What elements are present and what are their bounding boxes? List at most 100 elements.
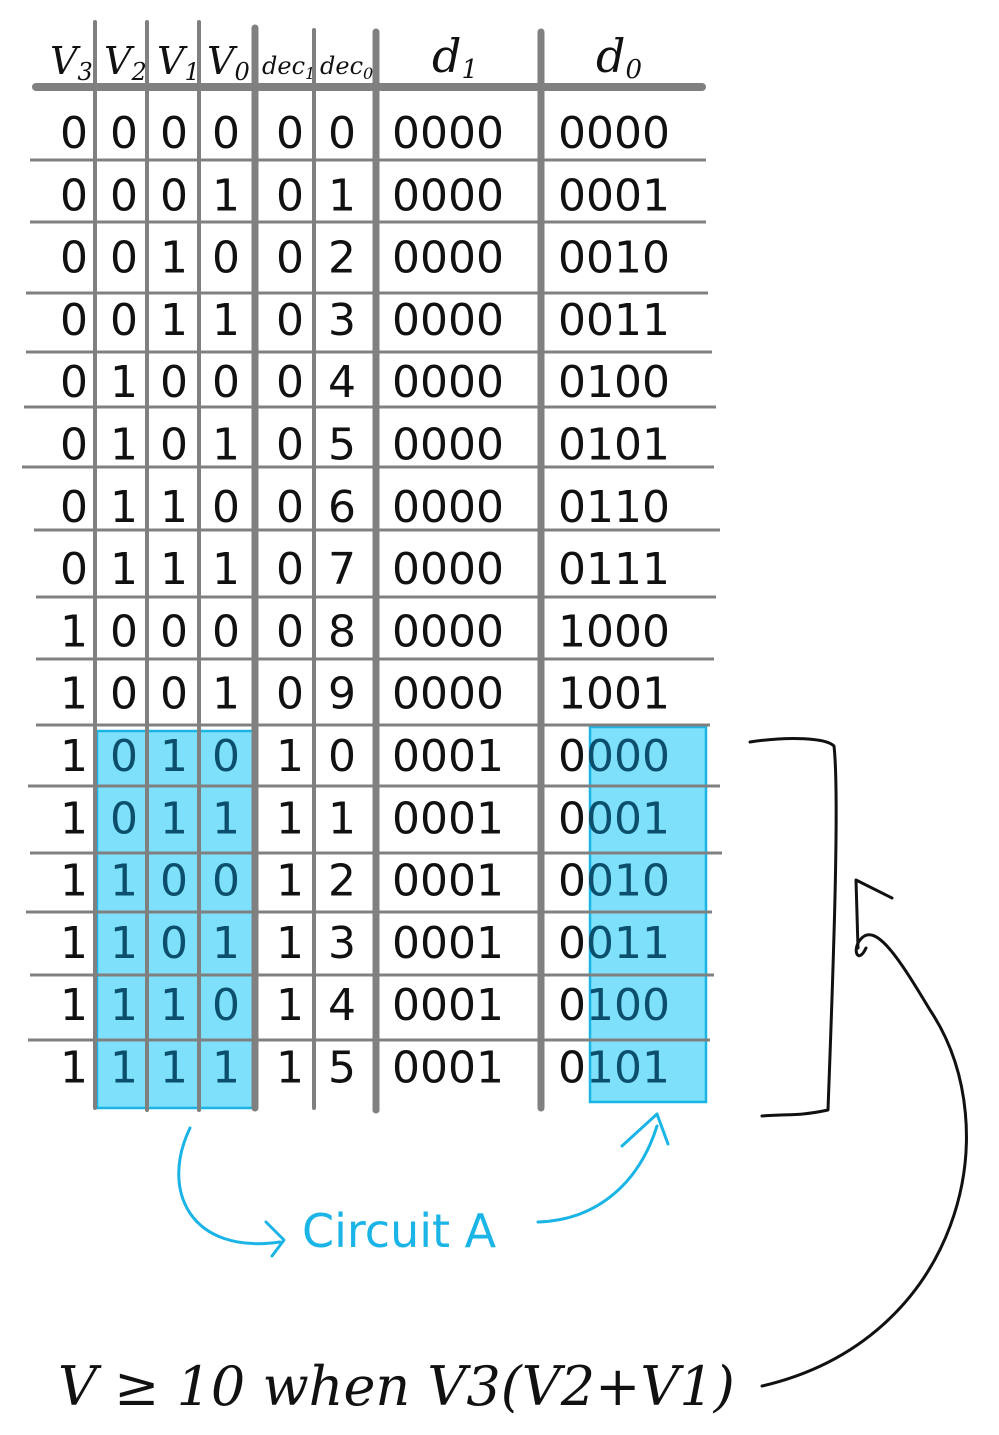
cell-v0: 0 xyxy=(212,357,240,408)
cell-dec1: 0 xyxy=(276,170,304,221)
cell-v1: 1 xyxy=(160,980,188,1031)
cell-d1: 0001 xyxy=(392,731,504,782)
cell-d0: 1000 xyxy=(558,606,670,657)
cell-dec0: 7 xyxy=(328,544,356,595)
cell-d1: 0000 xyxy=(392,544,504,595)
cell-d0: 0101 xyxy=(558,420,670,471)
cell-d1: 0001 xyxy=(392,793,504,844)
cell-d0: 0101 xyxy=(558,1043,670,1094)
cell-v3: 1 xyxy=(60,1043,88,1094)
cell-d1: 0000 xyxy=(392,420,504,471)
header-v1: V1 xyxy=(157,39,200,86)
column-headers: V3 V2 V1 V0 dec1 dec0 d1 d0 xyxy=(50,29,642,86)
circuit-a-input-curve xyxy=(177,1126,282,1246)
cell-d1: 0000 xyxy=(392,170,504,221)
cell-v0: 0 xyxy=(212,606,240,657)
cell-dec1: 0 xyxy=(276,420,304,471)
cell-v3: 0 xyxy=(60,295,88,346)
cell-d0: 0000 xyxy=(558,108,670,159)
cell-dec1: 0 xyxy=(276,482,304,533)
cell-v0: 1 xyxy=(212,1043,240,1094)
cell-v3: 0 xyxy=(60,108,88,159)
cell-v3: 0 xyxy=(60,544,88,595)
cell-v3: 0 xyxy=(60,357,88,408)
cell-v0: 0 xyxy=(212,233,240,284)
cell-v0: 1 xyxy=(212,793,240,844)
cell-v2: 0 xyxy=(110,606,138,657)
condition-arrow xyxy=(760,933,968,1388)
cell-d0: 0001 xyxy=(558,793,670,844)
cell-d1: 0000 xyxy=(392,669,504,720)
cell-dec1: 1 xyxy=(276,918,304,969)
cell-v3: 1 xyxy=(60,918,88,969)
cell-d1: 0000 xyxy=(392,295,504,346)
cell-d1: 0000 xyxy=(392,606,504,657)
cell-v2: 1 xyxy=(110,544,138,595)
cell-dec0: 2 xyxy=(328,233,356,284)
cell-d0: 0110 xyxy=(558,482,670,533)
cell-dec1: 0 xyxy=(276,544,304,595)
cell-v2: 0 xyxy=(110,731,138,782)
cell-d0: 0011 xyxy=(558,295,670,346)
cell-v1: 0 xyxy=(160,918,188,969)
cell-dec0: 1 xyxy=(328,793,356,844)
cell-v0: 1 xyxy=(212,918,240,969)
cell-v3: 1 xyxy=(60,606,88,657)
cell-dec1: 0 xyxy=(276,233,304,284)
cell-d0: 0010 xyxy=(558,233,670,284)
cell-v3: 0 xyxy=(60,233,88,284)
circuit-a-input-arrowhead xyxy=(264,1220,286,1258)
cell-dec0: 8 xyxy=(328,606,356,657)
cell-v0: 0 xyxy=(212,108,240,159)
header-dec0: dec0 xyxy=(320,52,373,83)
cell-d0: 0100 xyxy=(558,980,670,1031)
cell-v2: 1 xyxy=(110,357,138,408)
cell-dec1: 1 xyxy=(276,980,304,1031)
cell-dec0: 5 xyxy=(328,420,356,471)
cell-dec0: 4 xyxy=(328,357,356,408)
cell-d1: 0000 xyxy=(392,357,504,408)
cell-v3: 1 xyxy=(60,980,88,1031)
highlight-v2v1v0 xyxy=(95,729,257,1110)
cell-d1: 0001 xyxy=(392,856,504,907)
cell-v1: 1 xyxy=(160,295,188,346)
cell-dec0: 0 xyxy=(328,108,356,159)
cell-d0: 0001 xyxy=(558,170,670,221)
cell-v2: 1 xyxy=(110,980,138,1031)
cell-dec1: 0 xyxy=(276,606,304,657)
cell-dec1: 0 xyxy=(276,295,304,346)
cell-v1: 1 xyxy=(160,731,188,782)
cell-v3: 0 xyxy=(60,482,88,533)
cell-v0: 0 xyxy=(212,856,240,907)
cell-v3: 1 xyxy=(60,793,88,844)
cell-dec0: 5 xyxy=(328,1043,356,1094)
cell-v1: 0 xyxy=(160,669,188,720)
cell-d1: 0001 xyxy=(392,980,504,1031)
cell-d1: 0001 xyxy=(392,918,504,969)
header-v2: V2 xyxy=(104,39,147,86)
cell-d0: 0111 xyxy=(558,544,670,595)
cell-v2: 1 xyxy=(110,482,138,533)
condition-arrowhead xyxy=(854,878,894,950)
cell-v1: 0 xyxy=(160,170,188,221)
cell-v2: 0 xyxy=(110,295,138,346)
header-d0: d0 xyxy=(596,29,642,85)
cell-dec0: 4 xyxy=(328,980,356,1031)
cell-dec0: 6 xyxy=(328,482,356,533)
cell-v1: 1 xyxy=(160,1043,188,1094)
cell-v2: 0 xyxy=(110,108,138,159)
header-dec1: dec1 xyxy=(262,52,315,83)
cell-dec1: 1 xyxy=(276,856,304,907)
cell-dec1: 0 xyxy=(276,669,304,720)
cell-v1: 1 xyxy=(160,482,188,533)
cell-v3: 0 xyxy=(60,170,88,221)
cell-d1: 0000 xyxy=(392,482,504,533)
cell-v3: 1 xyxy=(60,856,88,907)
cell-d1: 0000 xyxy=(392,233,504,284)
cell-v0: 1 xyxy=(212,669,240,720)
cell-v1: 0 xyxy=(160,420,188,471)
cell-v0: 0 xyxy=(212,731,240,782)
cell-v1: 0 xyxy=(160,357,188,408)
cell-v3: 1 xyxy=(60,669,88,720)
